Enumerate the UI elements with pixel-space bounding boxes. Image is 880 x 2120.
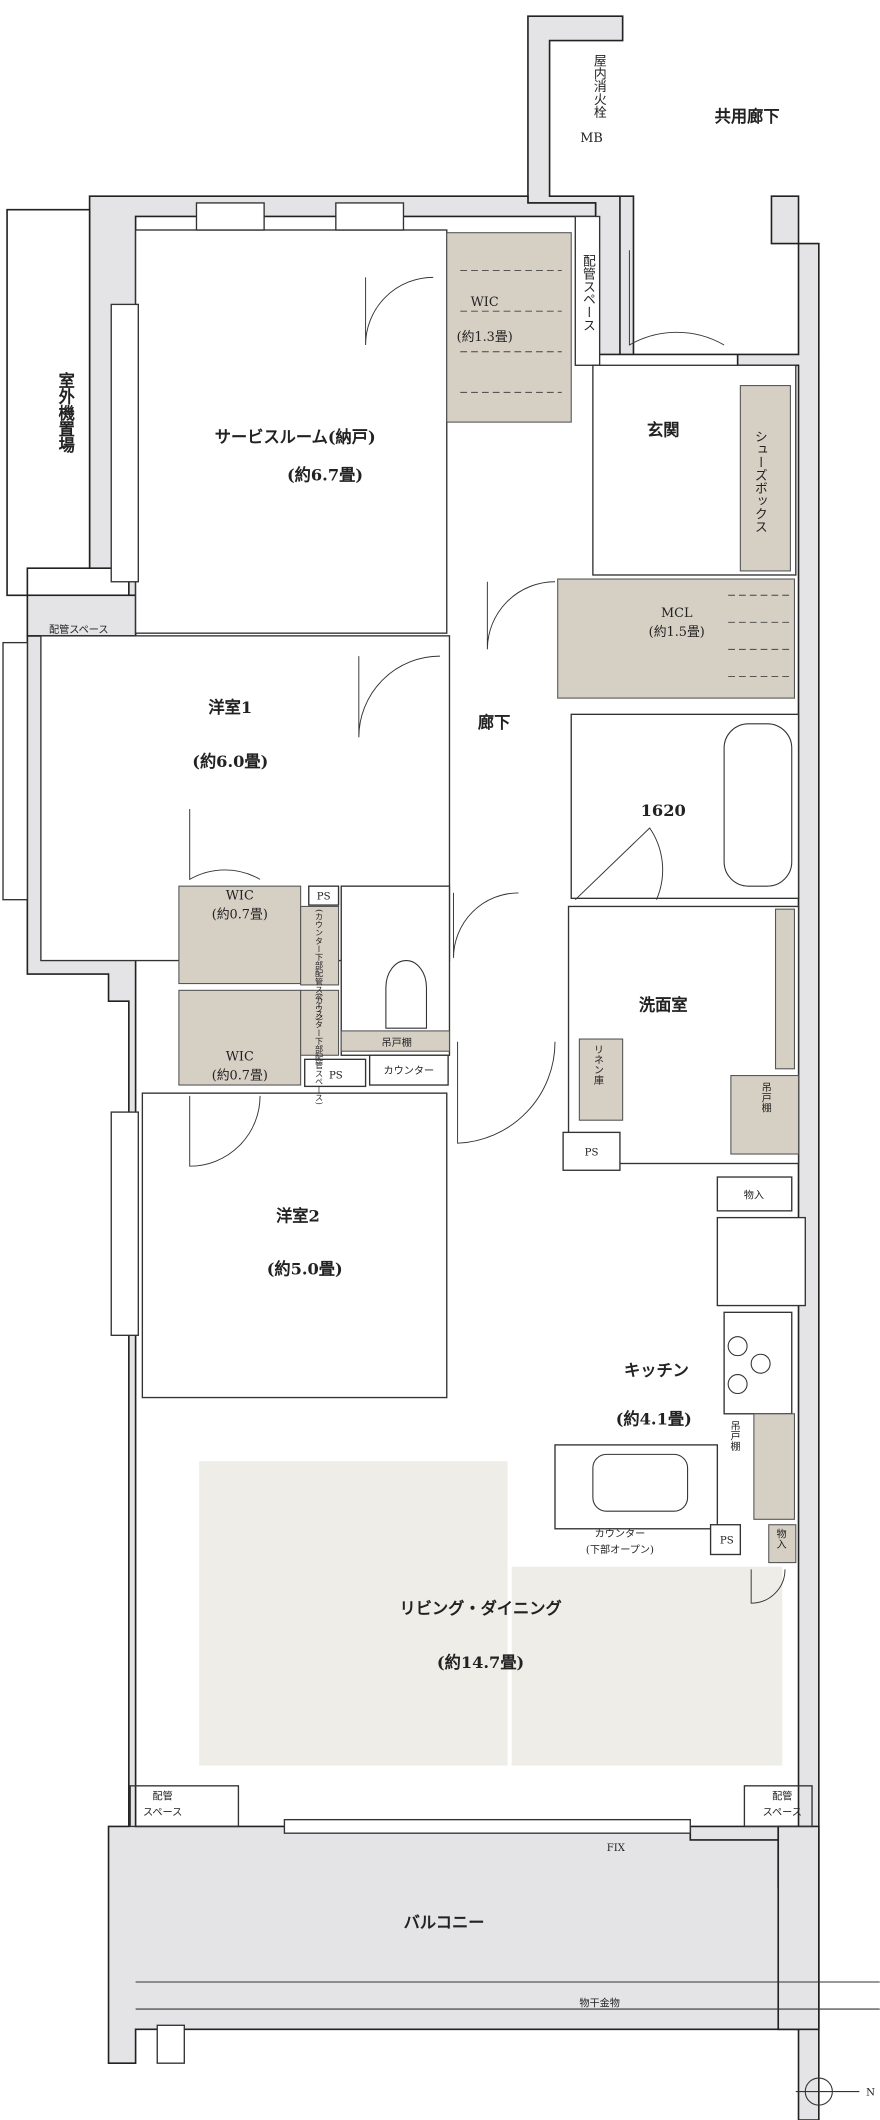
- label-hanging-shelf-wash: 吊戸棚: [759, 1082, 771, 1113]
- label-wic-mid-2-size: (約0.7畳): [212, 1069, 268, 1084]
- label-western-1-size: (約6.0畳): [192, 752, 268, 771]
- mcl-storage: [557, 578, 796, 699]
- western-room-2: [141, 1092, 448, 1399]
- toilet: [340, 885, 451, 1056]
- label-closet-1: 物入: [744, 1189, 764, 1202]
- label-mb: MB: [580, 131, 603, 146]
- label-ps-2: PS: [329, 1070, 343, 1081]
- shoe-box: [739, 385, 791, 572]
- label-pipe-space-top: 配管スペース: [580, 254, 595, 332]
- label-ps-3: PS: [585, 1147, 599, 1158]
- label-western-2: 洋室2: [276, 1207, 320, 1226]
- label-counter-toilet: カウンター: [384, 1065, 435, 1077]
- label-shoe-box: シューズボックス: [752, 430, 767, 533]
- label-pipe-space-bl: 配管: [153, 1789, 173, 1802]
- label-ps-4: PS: [720, 1536, 734, 1547]
- walls: [6, 15, 820, 2120]
- label-drying-rail: 物干金物: [579, 1996, 620, 2009]
- label-balcony: バルコニー: [404, 1913, 485, 1932]
- label-hanging-shelf-toilet: 吊戸棚: [382, 1036, 412, 1049]
- label-counter-pipe-1: (カウンター下部配管スペース): [315, 909, 325, 1021]
- label-wic-mid-2: WIC: [226, 1050, 254, 1065]
- label-living-size: (約14.7畳): [437, 1653, 524, 1672]
- label-kitchen-size: (約4.1畳): [616, 1410, 692, 1429]
- label-wic-mid-1: WIC: [226, 889, 254, 904]
- label-kitchen-counter: カウンター: [595, 1528, 646, 1540]
- label-pipe-space-bl-2: スペース: [143, 1808, 182, 1819]
- wic-mid-1-storage: [178, 885, 302, 985]
- label-western-2-size: (約5.0畳): [267, 1259, 343, 1278]
- north-label: N: [866, 2088, 875, 2099]
- label-western-1: 洋室1: [208, 698, 252, 717]
- label-counter-pipe-2: (カウンター下部配管スペース): [315, 993, 325, 1105]
- label-closet-2: 物入: [774, 1528, 786, 1549]
- label-hallway: 廊下: [478, 713, 510, 732]
- label-service-room: サービスルーム(納戸): [215, 427, 376, 446]
- label-fire-hydrant: 屋内消火栓: [591, 54, 606, 119]
- label-ps-1: PS: [317, 892, 331, 903]
- label-wic-mid-1-size: (約0.7畳): [212, 908, 268, 923]
- label-wic-top-size: (約1.3畳): [457, 330, 513, 345]
- wic-mid-2-storage: [178, 989, 302, 1086]
- label-fix: FIX: [607, 1843, 626, 1854]
- label-pipe-space-br-2: スペース: [763, 1808, 802, 1819]
- label-linen: リネン庫: [591, 1044, 603, 1085]
- label-kitchen: キッチン: [624, 1361, 689, 1380]
- label-wic-top: WIC: [471, 295, 499, 310]
- living-floor: [199, 1461, 508, 1766]
- label-living: リビング・ダイニング: [399, 1599, 561, 1618]
- label-washroom: 洗面室: [639, 996, 688, 1015]
- label-pipe-space-br: 配管: [772, 1789, 792, 1802]
- label-service-room-size: (約6.7畳): [287, 465, 363, 484]
- label-mcl: MCL: [661, 606, 693, 621]
- wic-top-storage: [446, 232, 572, 423]
- north-arrow-icon: N: [795, 2077, 875, 2106]
- label-common-corridor: 共用廊下: [715, 107, 780, 126]
- label-mcl-size: (約1.5畳): [649, 625, 705, 640]
- label-hanging-shelf-kitchen: 吊戸棚: [728, 1420, 740, 1451]
- label-pipe-space-left: 配管スペース: [49, 623, 109, 636]
- label-kitchen-counter-note: (下部オープン): [586, 1543, 654, 1556]
- label-outdoor-unit: 室外機置場: [56, 371, 76, 454]
- label-entrance: 玄関: [647, 421, 679, 440]
- label-bath: 1620: [641, 801, 686, 820]
